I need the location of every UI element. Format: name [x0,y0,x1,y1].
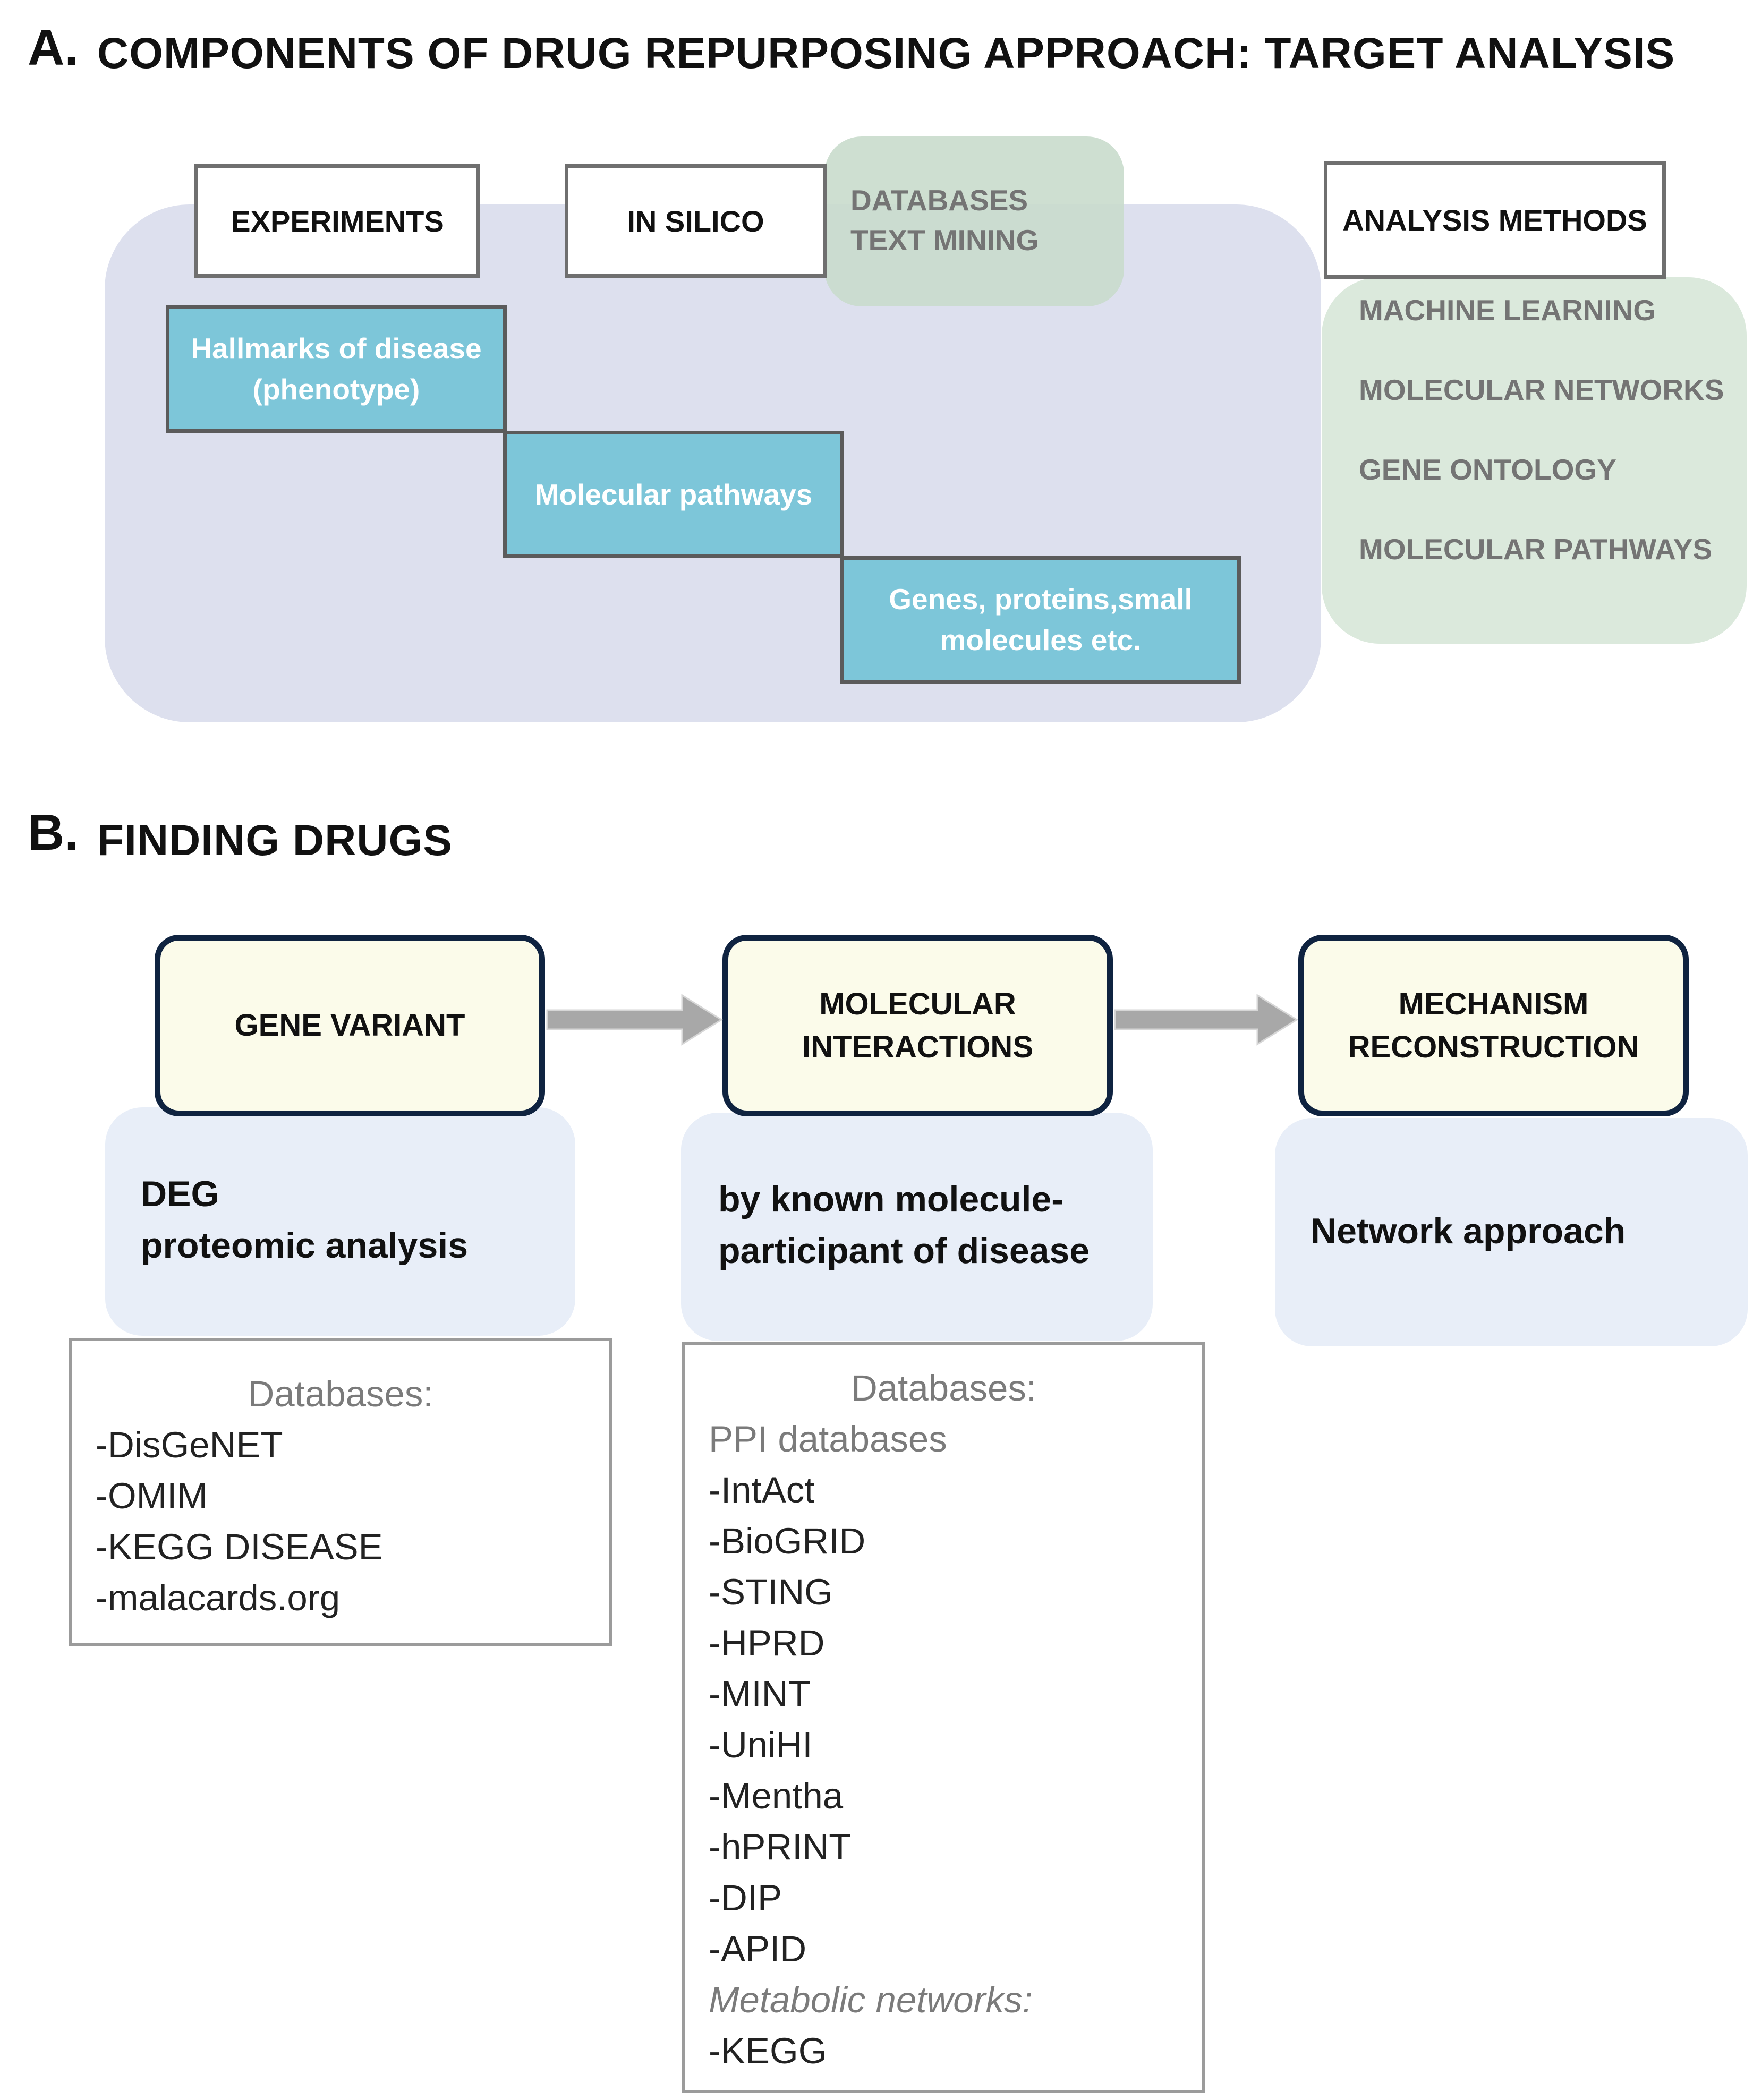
db-item: -KEGG DISEASE [96,1526,383,1567]
db-item: -IntAct [709,1470,815,1510]
in-silico-label: IN SILICO [565,164,827,278]
gene-variant-databases-header: Databases: [248,1373,433,1414]
level-hallmarks-of-disease: Hallmarks of disease (phenotype) [166,305,507,433]
db-item: -HPRD [709,1623,825,1663]
step-mechanism-reconstruction: MECHANISM RECONSTRUCTION [1298,935,1689,1116]
db-item: -MINT [709,1674,811,1714]
db-item: -Mentha [709,1775,844,1816]
source-text-mining: TEXT MINING [850,224,1039,257]
method-machine-learning: MACHINE LEARNING [1359,294,1656,327]
arrow-interactions-to-mechanism [1114,994,1298,1046]
metabolic-networks-header: Metabolic networks: [709,1979,1033,2020]
db-item: -UniHI [709,1725,813,1765]
arrow-gene-to-interactions [546,994,723,1046]
in-silico-sources-panel [824,136,1124,306]
mechanism-description: Network approach [1311,1211,1626,1251]
molecular-interactions-description: by known molecule- participant of diseas… [718,1179,1090,1271]
analysis-methods-label: ANALYSIS METHODS [1324,161,1666,279]
molecular-interactions-databases-box: Databases: PPI databases -IntAct -BioGRI… [682,1342,1205,2093]
gene-variant-description: DEG proteomic analysis [141,1174,469,1266]
molecular-interactions-databases-header: Databases: [850,1368,1037,1408]
section-b-title: FINDING DRUGS [97,816,453,865]
gene-variant-description-panel [105,1107,575,1336]
section-a-title: COMPONENTS OF DRUG REPURPOSING APPROACH:… [97,29,1675,78]
db-item: -STING [709,1572,833,1612]
db-item: -hPRINT [709,1826,852,1867]
section-a-letter: A. [28,19,79,76]
db-item: -malacards.org [96,1577,341,1618]
step-molecular-interactions: MOLECULAR INTERACTIONS [722,935,1113,1116]
level-genes-proteins: Genes, proteins,small molecules etc. [840,556,1241,684]
analysis-methods-panel [1322,277,1747,644]
db-item: -OMIM [96,1475,208,1516]
db-item: -DisGeNET [96,1424,283,1465]
molecular-interactions-description-panel [681,1113,1153,1341]
method-gene-ontology: GENE ONTOLOGY [1359,453,1616,486]
mechanism-description-panel [1275,1118,1748,1346]
db-item: -BioGRID [709,1521,866,1561]
step-gene-variant: GENE VARIANT [155,935,545,1116]
method-molecular-networks: MOLECULAR NETWORKS [1359,373,1724,406]
experiments-label: EXPERIMENTS [194,164,480,278]
source-databases: DATABASES [850,184,1028,217]
section-b-letter: B. [28,804,79,861]
db-item: -KEGG [709,2030,827,2071]
db-item: -APID [709,1928,807,1969]
method-molecular-pathways: MOLECULAR PATHWAYS [1359,533,1713,566]
gene-variant-databases-box: Databases: -DisGeNET -OMIM -KEGG DISEASE… [69,1338,612,1646]
level-molecular-pathways: Molecular pathways [503,431,844,558]
db-item: -DIP [709,1877,782,1918]
ppi-databases-header: PPI databases [709,1419,947,1459]
